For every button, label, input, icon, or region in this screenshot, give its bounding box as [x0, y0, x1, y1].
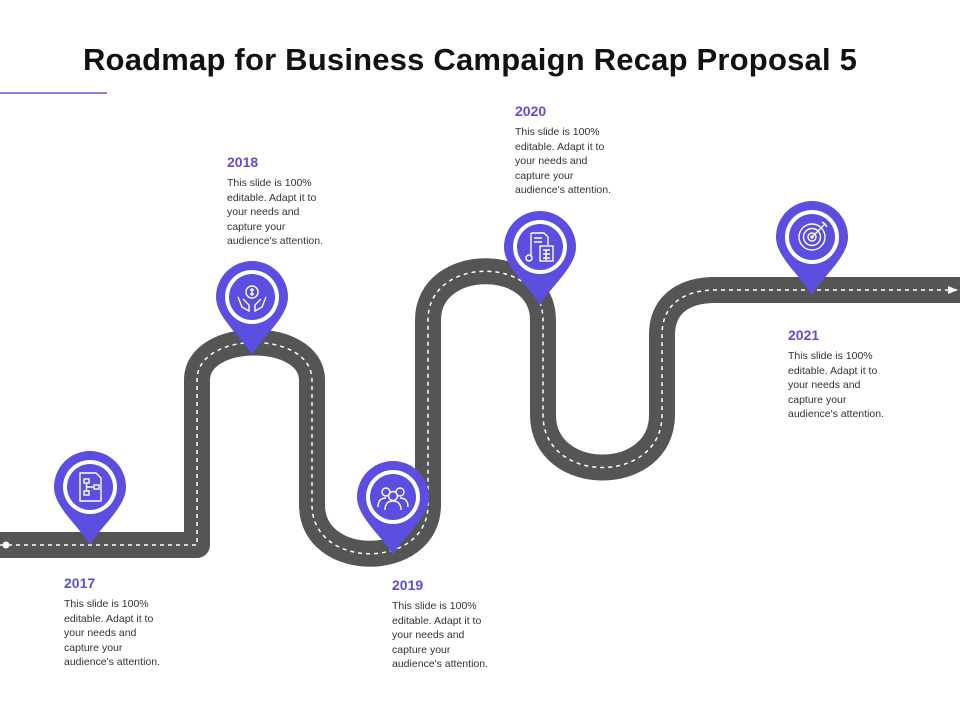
milestone-description: This slide is 100% editable. Adapt it to… — [227, 177, 323, 247]
milestone-description: This slide is 100% editable. Adapt it to… — [392, 600, 488, 670]
milestone-year: 2021 — [788, 327, 820, 343]
pin-2017 — [54, 451, 126, 545]
title-accent-line — [0, 92, 107, 94]
milestone-year: 2019 — [392, 577, 424, 593]
milestone-description: This slide is 100% editable. Adapt it to… — [515, 126, 611, 196]
milestone-description: This slide is 100% editable. Adapt it to… — [64, 598, 160, 668]
milestone-year: 2017 — [64, 575, 96, 591]
calculator-report-icon — [525, 232, 554, 262]
pin-2019 — [357, 461, 429, 555]
milestone-description: This slide is 100% editable. Adapt it to… — [788, 350, 884, 420]
road-end-arrow — [948, 286, 958, 294]
milestone-year: 2020 — [515, 103, 547, 119]
milestone-2020: 2020 This slide is 100% editable. Adapt … — [515, 103, 665, 198]
hands-dollar-icon — [237, 285, 267, 313]
milestone-2021: 2021 This slide is 100% editable. Adapt … — [788, 327, 938, 422]
milestone-2017: 2017 This slide is 100% editable. Adapt … — [64, 575, 214, 670]
milestone-2019: 2019 This slide is 100% editable. Adapt … — [392, 577, 542, 672]
milestone-year: 2018 — [227, 154, 259, 170]
team-people-icon — [377, 487, 409, 511]
pin-2018 — [216, 261, 288, 355]
slide-title: Roadmap for Business Campaign Recap Prop… — [82, 42, 858, 77]
org-chart-document-icon — [79, 472, 102, 502]
road-start-dot — [2, 541, 10, 549]
pin-2020 — [504, 211, 576, 305]
milestone-2018: 2018 This slide is 100% editable. Adapt … — [227, 154, 377, 249]
pin-2021 — [776, 201, 848, 295]
target-dartboard-icon — [798, 221, 828, 251]
